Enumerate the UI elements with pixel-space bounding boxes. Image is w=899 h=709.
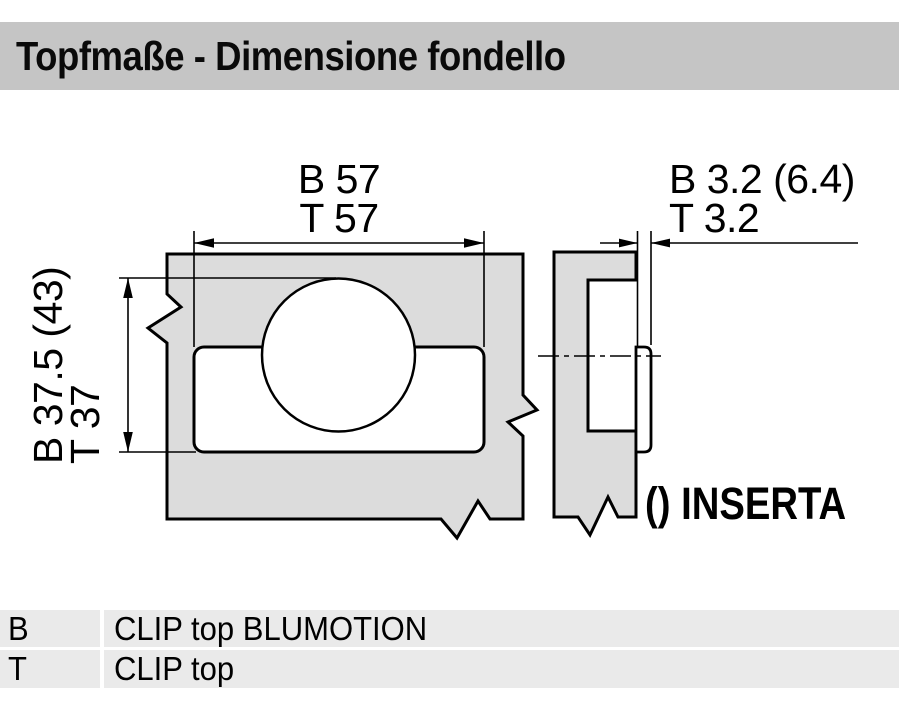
hinge-cup-hole [260,277,417,433]
arrowhead-up [123,278,133,298]
dimension-protrusion [600,231,858,346]
inserta-note: () INSERTA [645,478,847,529]
cup-protrusion [634,345,653,454]
header-bar: Topfmaße - Dimensione fondello [0,22,899,90]
dimension-value: T 37 [61,384,108,464]
dimension-value: T 57 [299,195,379,241]
legend-value: CLIP top [104,650,899,688]
arrowhead-down [123,432,133,452]
arrowhead-right [464,238,484,248]
legend-value-text: CLIP top BLUMOTION [114,610,428,647]
legend-row-t: T CLIP top [0,650,899,688]
legend-value-text: CLIP top [114,650,235,687]
legend-key-text: B [8,610,29,647]
legend-row-b: B CLIP top BLUMOTION [0,610,899,647]
arrowhead-left [651,238,670,248]
legend-key: B [0,610,100,647]
dimension-height [119,277,336,453]
door-panel-side [552,250,638,539]
dimension-value: B 3.2 (6.4) [669,156,855,202]
side-view-panel [538,250,661,539]
arrowhead-left [194,238,214,248]
dimension-label-width: B 57 T 57 [193,156,485,241]
dimension-width [193,231,485,347]
dimension-value: B 57 [297,156,381,202]
dimension-label-protrusion: B 3.2 (6.4) T 3.2 [669,156,855,241]
legend-value: CLIP top BLUMOTION [104,610,899,647]
page-title: Topfmaße - Dimensione fondello [16,33,566,79]
dimension-label-height: B 37.5 (43) T 37 [25,267,108,464]
dimension-value: T 3.2 [669,195,760,241]
legend-key: T [0,650,100,688]
arrowhead-right [619,238,638,248]
front-view-panel [145,252,540,541]
legend-key-text: T [8,650,27,687]
